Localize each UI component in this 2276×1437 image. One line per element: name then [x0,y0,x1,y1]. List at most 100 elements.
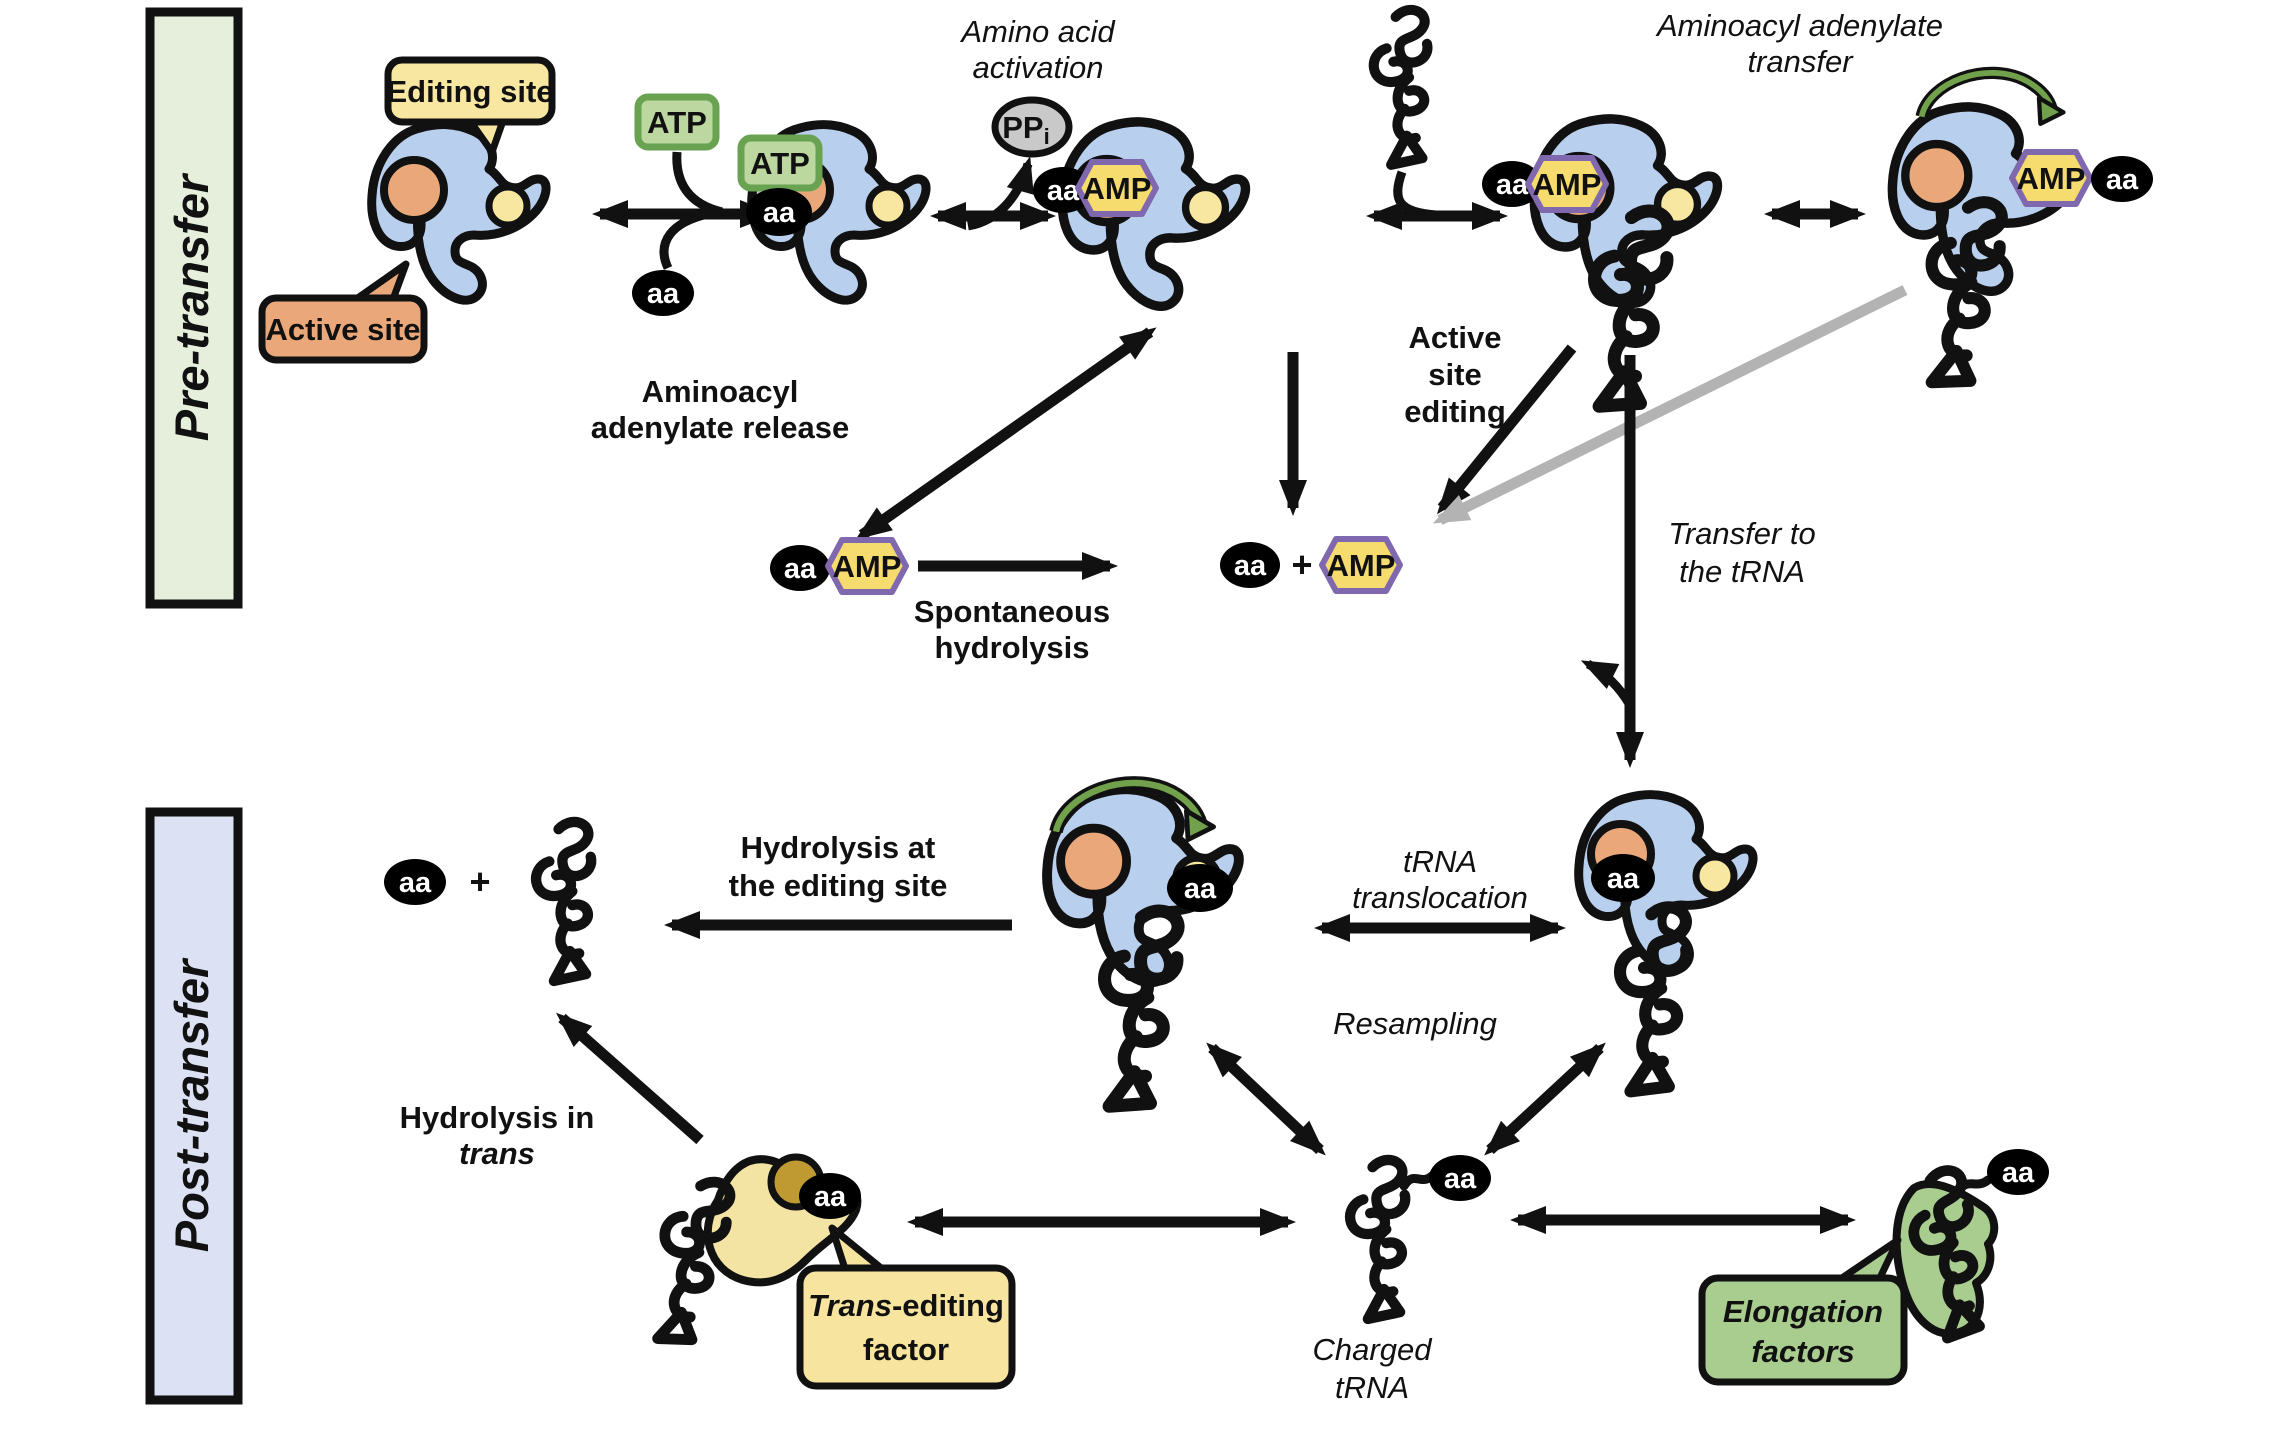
atp-badge: ATP [638,97,716,147]
aa-badge: aa [1033,167,1093,213]
label-trna-translocation-1: tRNA [1403,844,1477,879]
aa-badge: aa [770,545,830,591]
label-adenylate-release-2: adenylate release [591,410,850,445]
label-hydrolysis-editing-2: the editing site [729,868,948,903]
callout-elongation-label-1: Elongation [1723,1294,1883,1329]
label-transfer-to-trna-1: Transfer to [1668,516,1816,551]
aa-label: aa [1444,1163,1477,1195]
label-adenylate-transfer-1: Aminoacyl adenylate [1655,8,1943,43]
aa-label: aa [1047,175,1080,207]
aa-label: aa [763,197,796,229]
aa-badge: aa [1220,542,1280,588]
label-adenylate-transfer-2: transfer [1747,44,1854,79]
callout-active-site-label: Active site [265,312,420,347]
aa-badge-bound: aa [746,188,812,236]
amp-badge: AMP [1322,539,1400,591]
editing-site-icon [1696,857,1734,895]
post-transfer-banner-label: Post-transfer [165,957,218,1252]
amp-label: AMP [2017,161,2086,196]
arrow-resampling-left [1206,1042,1326,1156]
pre-transfer-banner: Pre-transfer [145,7,243,609]
aa-label: aa [2106,164,2139,196]
amp-badge: AMP [1528,158,1606,210]
callout-trans-editing-factor: Trans-editing factor [796,1224,1016,1390]
aa-badge: aa [1987,1149,2049,1195]
arrow-adenylate-release [855,327,1157,540]
amp-badge: AMP [2012,152,2090,204]
aa-badge: aa [1591,854,1655,902]
aa-label: aa [784,553,817,585]
aa-label: aa [1496,169,1529,201]
aa-label: aa [1184,873,1217,905]
amp-label: AMP [833,549,902,584]
plus-sign: + [469,861,490,902]
trna-icon [1374,10,1428,165]
aa-label: aa [1607,863,1640,895]
amp-label: AMP [1533,167,1602,202]
charged-trna-icon [1350,1160,1405,1319]
aa-label: aa [399,867,432,899]
amp-label: AMP [1327,548,1396,583]
atp-entry-curve [672,151,724,217]
editing-site-icon [1186,187,1226,227]
amp-label: AMP [1083,171,1152,206]
pre-transfer-banner-label: Pre-transfer [165,172,218,441]
plus-sign: + [1291,544,1312,585]
label-active-site-editing-2: site [1428,357,1481,392]
callout-elongation-label-2: factors [1751,1334,1854,1369]
arrow-hydrolysis-in-trans [556,1012,704,1145]
atp-label: ATP [647,105,707,140]
trna-entry-curve [1393,170,1437,220]
label-charged-trna-1: Charged [1313,1332,1434,1367]
label-hydrolysis-in-trans-2: trans [459,1136,535,1171]
callout-editing-site: Editing site [384,56,556,156]
active-site-icon [384,160,444,220]
callout-editing-site-label: Editing site [386,74,553,109]
label-spontaneous-hydrolysis-1: Spontaneous [914,594,1110,629]
aa-label: aa [814,1181,847,1213]
aa-entry-curve [659,209,710,270]
aa-attachment-squiggle [1399,1171,1437,1191]
aa-badge: aa [1167,864,1233,912]
label-trna-translocation-2: translocation [1352,880,1528,915]
atp-label: ATP [750,146,810,181]
label-active-site-editing-1: Active [1408,320,1501,355]
callout-elongation-factors: Elongation factors [1698,1236,1908,1386]
editing-site-icon [489,187,527,225]
aa-label: aa [2002,1157,2035,1189]
arrow-active-site-editing [1436,344,1577,515]
arrow-editing-gray [1432,285,1908,525]
label-hydrolysis-editing-1: Hydrolysis at [741,830,936,865]
callout-trans-editing-label-1: Trans-editing [808,1288,1004,1323]
label-active-site-editing-3: editing [1404,394,1506,429]
aa-badge: aa [1482,161,1542,207]
label-amino-acid-activation-2: activation [973,50,1104,85]
label-transfer-to-trna-2: the tRNA [1679,554,1805,589]
aa-badge: aa [1429,1155,1491,1201]
active-site-icon [1061,828,1127,894]
aa-badge: aa [384,859,446,905]
label-charged-trna-2: tRNA [1335,1370,1409,1405]
label-amino-acid-activation-1: Amino acid [959,14,1116,49]
aa-label: aa [1234,550,1267,582]
aa-attachment-squiggle [1953,1175,1993,1197]
arrow-transfer-branch [1580,659,1634,708]
amp-badge: AMP [1078,162,1156,214]
label-spontaneous-hydrolysis-2: hydrolysis [934,630,1089,665]
aa-label: aa [647,278,680,310]
ppi-label: PPi [1002,110,1049,149]
callout-trans-editing-label-2: factor [863,1332,949,1367]
aa-badge: aa [2091,156,2153,202]
atp-badge-bound: ATP [741,138,819,188]
active-site-icon [1905,144,1968,207]
trna-icon [536,822,591,981]
callout-active-site: Active site [258,260,428,364]
label-hydrolysis-in-trans-1: Hydrolysis in [400,1100,595,1135]
amp-badge: AMP [828,540,906,592]
aa-badge: aa [799,1173,861,1219]
arrow-resampling-right [1484,1042,1606,1156]
ppi-badge: PPi [991,96,1073,158]
editing-site-icon [869,187,907,225]
label-resampling: Resampling [1333,1006,1497,1041]
